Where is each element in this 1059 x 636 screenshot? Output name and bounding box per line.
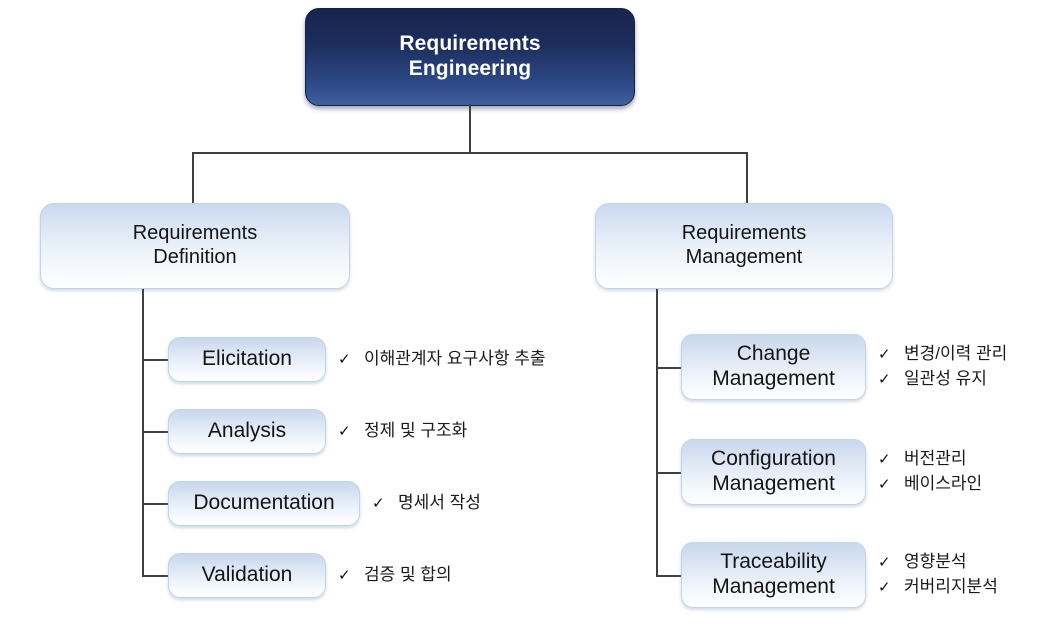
annotations-documentation: ✓ 명세서 작성 bbox=[372, 481, 652, 526]
connector-stub-validation bbox=[142, 575, 170, 577]
annotation-row: ✓ 검증 및 합의 bbox=[338, 563, 618, 588]
annotation-row: ✓ 일관성 유지 bbox=[878, 367, 1058, 392]
annotations-validation: ✓ 검증 및 합의 bbox=[338, 553, 618, 598]
annotation-row: ✓ 이해관계자 요구사항 추출 bbox=[338, 347, 618, 372]
annotation-row: ✓ 베이스라인 bbox=[878, 472, 1058, 497]
annotation-row: ✓ 영향분석 bbox=[878, 550, 1058, 575]
annotation-text: 정제 및 구조화 bbox=[364, 421, 468, 441]
annotation-text: 영향분석 bbox=[904, 552, 967, 572]
annotation-text: 검증 및 합의 bbox=[364, 565, 452, 585]
node-analysis[interactable]: Analysis bbox=[168, 409, 326, 454]
annotation-row: ✓ 변경/이력 관리 bbox=[878, 342, 1058, 367]
node-elicitation[interactable]: Elicitation bbox=[168, 337, 326, 382]
annotation-text: 이해관계자 요구사항 추출 bbox=[364, 349, 546, 369]
check-icon: ✓ bbox=[878, 554, 891, 572]
node-requirements-engineering[interactable]: Requirements Engineering bbox=[305, 8, 635, 106]
node-documentation[interactable]: Documentation bbox=[168, 481, 360, 526]
connector-stub-configuration-management bbox=[656, 472, 683, 474]
connector-stub-elicitation bbox=[142, 359, 170, 361]
annotation-row: ✓ 명세서 작성 bbox=[372, 491, 652, 516]
connector-management-trunk bbox=[656, 289, 658, 577]
annotations-analysis: ✓ 정제 및 구조화 bbox=[338, 409, 618, 454]
annotation-text: 버전관리 bbox=[904, 449, 967, 469]
check-icon: ✓ bbox=[878, 371, 891, 388]
connector-stub-documentation bbox=[142, 503, 170, 505]
annotations-configuration-management: ✓ 버전관리 ✓ 베이스라인 bbox=[878, 439, 1058, 505]
node-validation[interactable]: Validation bbox=[168, 553, 326, 598]
check-icon: ✓ bbox=[878, 346, 891, 364]
connector-root-to-definition bbox=[192, 152, 194, 204]
connector-root-stem bbox=[469, 104, 471, 154]
connector-root-to-management bbox=[746, 152, 748, 204]
check-icon: ✓ bbox=[372, 495, 385, 513]
connector-stub-analysis bbox=[142, 431, 170, 433]
node-requirements-management[interactable]: Requirements Management bbox=[595, 203, 893, 289]
check-icon: ✓ bbox=[338, 351, 351, 369]
check-icon: ✓ bbox=[338, 567, 351, 585]
annotation-row: ✓ 정제 및 구조화 bbox=[338, 419, 618, 444]
node-traceability-management[interactable]: Traceability Management bbox=[681, 542, 866, 608]
check-icon: ✓ bbox=[878, 451, 891, 469]
annotation-row: ✓ 커버리지분석 bbox=[878, 575, 1058, 600]
annotation-text: 변경/이력 관리 bbox=[904, 344, 1008, 364]
annotation-text: 베이스라인 bbox=[904, 474, 983, 493]
annotation-text: 명세서 작성 bbox=[398, 493, 481, 513]
connector-root-bar bbox=[192, 152, 748, 154]
node-change-management[interactable]: Change Management bbox=[681, 334, 866, 400]
connector-definition-trunk bbox=[142, 289, 144, 577]
annotations-change-management: ✓ 변경/이력 관리 ✓ 일관성 유지 bbox=[878, 334, 1058, 400]
check-icon: ✓ bbox=[878, 476, 891, 493]
node-requirements-definition[interactable]: Requirements Definition bbox=[40, 203, 350, 289]
annotations-traceability-management: ✓ 영향분석 ✓ 커버리지분석 bbox=[878, 542, 1058, 608]
node-configuration-management[interactable]: Configuration Management bbox=[681, 439, 866, 505]
annotations-elicitation: ✓ 이해관계자 요구사항 추출 bbox=[338, 337, 618, 382]
connector-stub-traceability-management bbox=[656, 575, 683, 577]
connector-stub-change-management bbox=[656, 367, 683, 369]
annotation-text: 커버리지분석 bbox=[904, 577, 998, 596]
check-icon: ✓ bbox=[878, 579, 891, 596]
check-icon: ✓ bbox=[338, 423, 351, 441]
annotation-text: 일관성 유지 bbox=[904, 369, 987, 388]
annotation-row: ✓ 버전관리 bbox=[878, 447, 1058, 472]
